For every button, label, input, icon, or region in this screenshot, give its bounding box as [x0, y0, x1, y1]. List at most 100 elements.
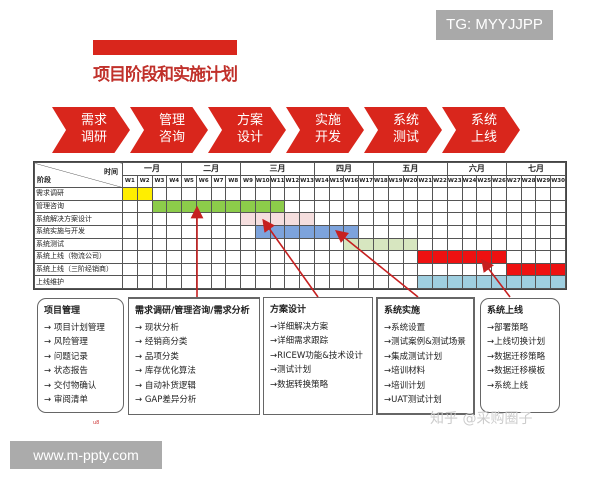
grid-cell [491, 199, 507, 214]
grid-cell [505, 237, 522, 252]
box-item: →集成测试计划 [384, 351, 443, 362]
grid-cell [535, 250, 552, 264]
task-bar-cell [122, 187, 138, 201]
grid-cell [358, 187, 375, 201]
box-requirements: 需求调研/管理咨询/需求分析→ 现状分析→ 经销商分类→ 品项分类→ 库存优化算… [128, 297, 260, 415]
task-bar-cell [195, 199, 212, 214]
grid-cell [476, 262, 493, 277]
box-title: 系统实施 [384, 306, 421, 316]
grid-cell [210, 262, 227, 277]
phase-chevron: 需求 调研 [52, 107, 130, 153]
grid-cell [491, 187, 507, 201]
box-item: → 状态报告 [44, 366, 88, 376]
week-header: W2 [136, 174, 153, 189]
grid-cell [136, 212, 153, 226]
grid-cell [299, 250, 315, 264]
week-header: W14 [313, 174, 330, 189]
grid-cell [151, 212, 168, 226]
grid-cell [313, 275, 330, 289]
grid-cell [446, 262, 463, 277]
box-item: →数据迁移策略 [487, 351, 546, 362]
grid-cell [358, 224, 375, 239]
grid-cell [550, 187, 566, 201]
task-bar-cell [181, 199, 197, 214]
task-bar-cell [373, 237, 389, 252]
grid-cell [136, 250, 153, 264]
grid-cell [343, 212, 360, 226]
gantt-row: 系统上线（三阶经销商） [34, 262, 566, 277]
grid-cell [387, 187, 404, 201]
box-item: →测试案例&测试场景 [384, 337, 466, 347]
zhihu-watermark: 知乎 @采购圈子 [430, 411, 533, 427]
grid-cell [535, 237, 552, 252]
grid-cell [269, 262, 286, 277]
task-bar-cell [535, 262, 552, 277]
grid-cell [402, 187, 419, 201]
grid-cell [195, 187, 212, 201]
grid-cell [328, 187, 345, 201]
week-header: W13 [299, 174, 315, 189]
week-header: W21 [417, 174, 434, 189]
task-bar-cell [166, 199, 183, 214]
task-bar-cell [387, 237, 404, 252]
month-header: 一月 [121, 162, 183, 176]
task-bar-cell [535, 275, 552, 289]
task-label: 系统实施与开发 [34, 224, 123, 239]
box-item: → 库存优化算法 [135, 366, 196, 376]
week-header: W15 [328, 174, 345, 189]
grid-cell [166, 250, 183, 264]
grid-cell [491, 224, 507, 239]
grid-cell [284, 275, 301, 289]
grid-cell [402, 250, 419, 264]
week-header: W16 [343, 174, 360, 189]
week-header: W5 [181, 174, 197, 189]
grid-cell [313, 212, 330, 226]
grid-cell [284, 262, 301, 277]
grid-cell [520, 224, 537, 239]
grid-cell [432, 199, 448, 214]
task-bar-cell [328, 224, 345, 239]
grid-cell [432, 187, 448, 201]
grid-cell [225, 187, 242, 201]
grid-cell [151, 224, 168, 239]
grid-cell [446, 199, 463, 214]
week-header: W7 [210, 174, 227, 189]
task-bar-cell [284, 212, 301, 226]
week-header: W29 [535, 174, 552, 189]
grid-cell [343, 199, 360, 214]
task-bar-cell [446, 275, 463, 289]
grid-cell [122, 275, 138, 289]
grid-cell [166, 224, 183, 239]
grid-cell [299, 187, 315, 201]
grid-cell [240, 224, 256, 239]
grid-cell [417, 212, 434, 226]
box-item: → 经销商分类 [135, 337, 188, 347]
grid-cell [195, 275, 212, 289]
task-bar-cell [550, 262, 566, 277]
grid-cell [535, 224, 552, 239]
grid-cell [446, 187, 463, 201]
grid-cell [240, 187, 256, 201]
month-header: 二月 [181, 162, 242, 176]
week-header: W8 [225, 174, 242, 189]
grid-cell [225, 262, 242, 277]
gantt-row: 系统实施与开发 [34, 224, 566, 239]
grid-cell [550, 250, 566, 264]
grid-cell [520, 199, 537, 214]
week-header: W4 [166, 174, 183, 189]
month-header: 四月 [313, 162, 375, 176]
box-item: →数据迁移模板 [487, 366, 546, 376]
task-bar-cell [491, 250, 507, 264]
grid-cell [328, 212, 345, 226]
grid-cell [505, 187, 522, 201]
task-bar-cell [358, 237, 375, 252]
week-header: W30 [550, 174, 566, 189]
grid-cell [122, 212, 138, 226]
grid-cell [210, 212, 227, 226]
grid-cell [387, 199, 404, 214]
grid-cell [417, 262, 434, 277]
grid-cell [476, 237, 493, 252]
grid-cell [387, 250, 404, 264]
grid-cell [269, 187, 286, 201]
grid-cell [461, 212, 478, 226]
